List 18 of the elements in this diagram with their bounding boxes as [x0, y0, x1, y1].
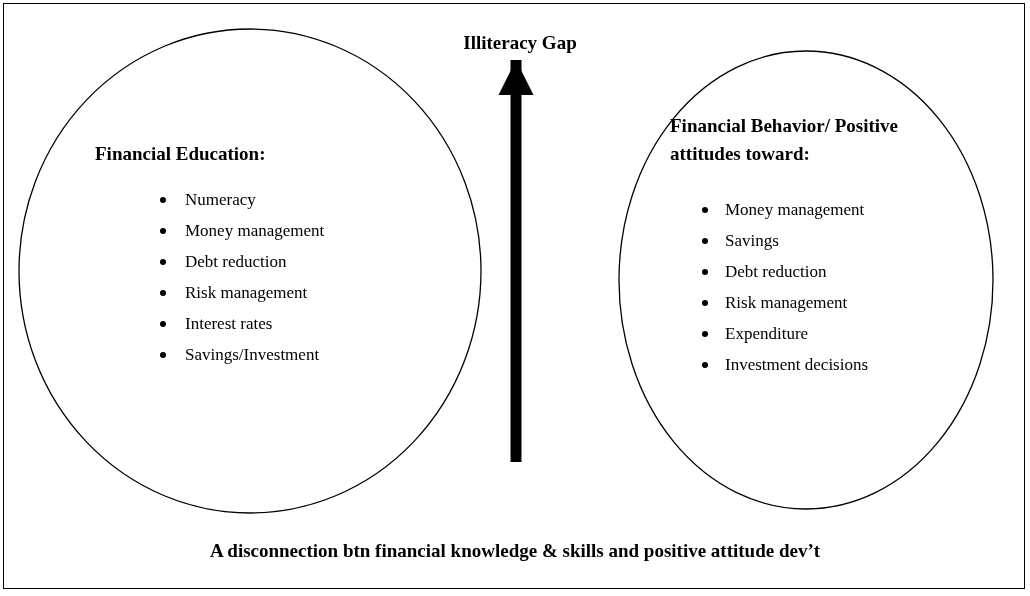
list-item: Savings: [725, 231, 779, 251]
list-item: Risk management: [725, 293, 848, 313]
list-item: Risk management: [185, 283, 308, 303]
list-item: Investment decisions: [725, 355, 869, 375]
list-item: Money management: [185, 221, 325, 241]
heading: Financial Behavior/ Positive attitudes toward:: [670, 114, 899, 166]
arrow: [498, 60, 534, 462]
list-item: Savings/Investment: [185, 345, 320, 365]
list-item: Interest rates: [185, 314, 273, 334]
list-item: Expenditure: [725, 324, 809, 344]
list-item: Debt reduction: [185, 252, 287, 272]
list-item: Numeracy: [185, 190, 256, 210]
circle: [618, 50, 994, 510]
list-item: Debt reduction: [725, 262, 827, 282]
heading: Financial Education:: [95, 142, 267, 166]
list-item: Money management: [725, 200, 865, 220]
gap-label: Illiteracy Gap: [462, 32, 578, 54]
caption: A disconnection btn financial knowledge & skills and positive attitude dev’t: [208, 540, 822, 562]
